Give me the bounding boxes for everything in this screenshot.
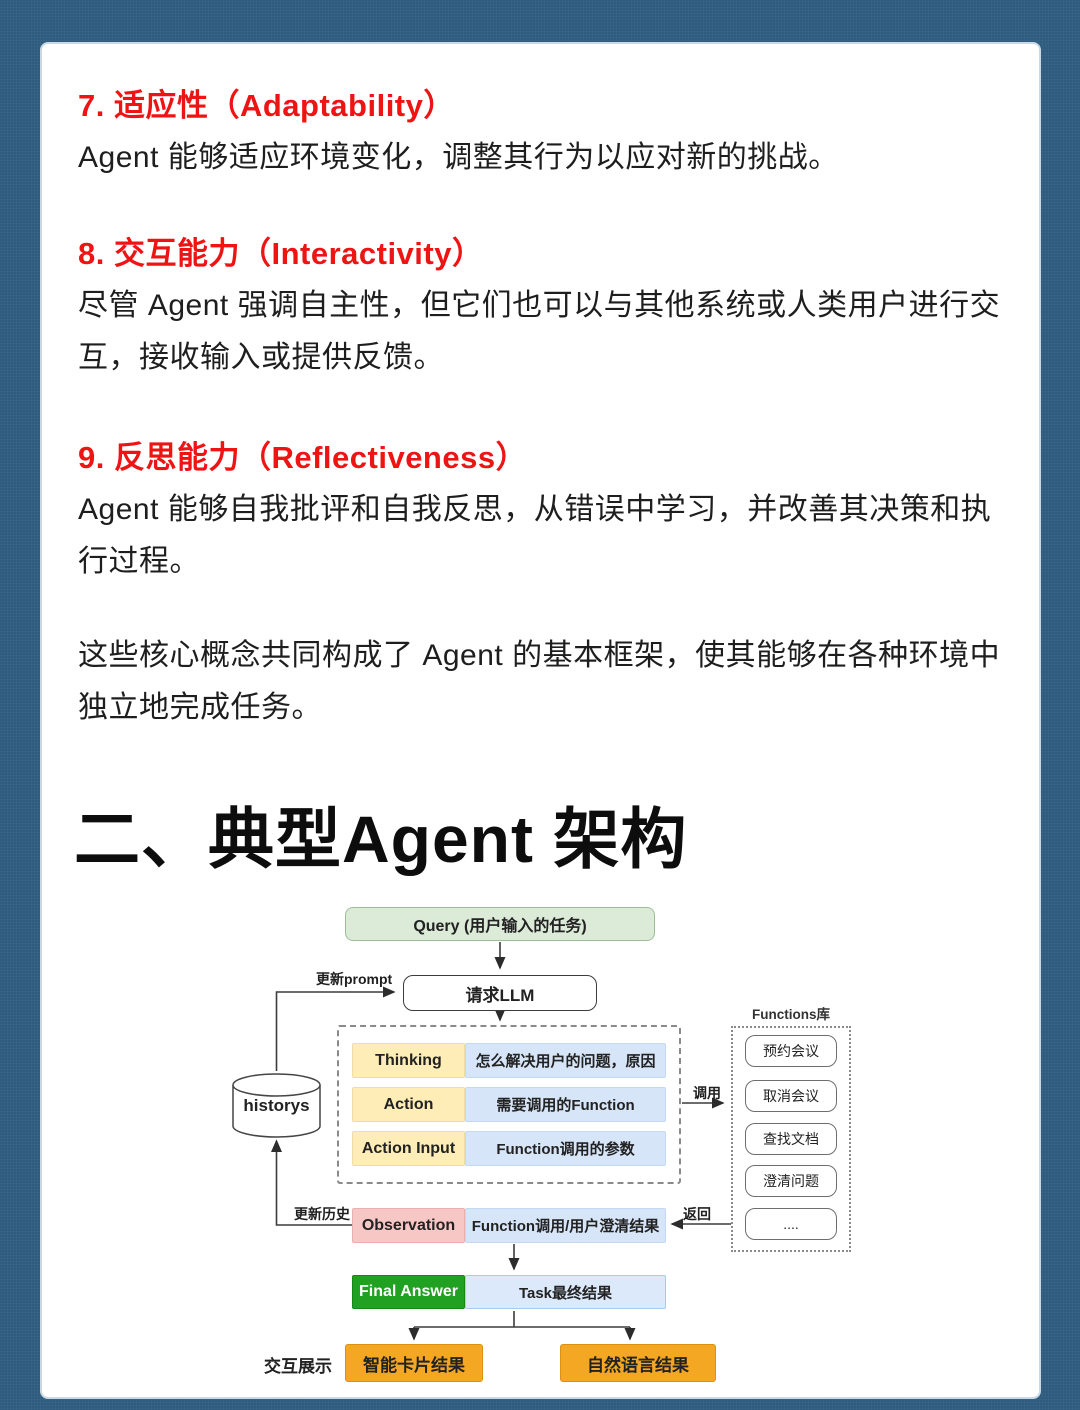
interactive-display-label: 交互展示 — [264, 1357, 332, 1376]
thinking-key: Thinking — [352, 1043, 465, 1078]
history-db-label: historys — [243, 1096, 310, 1115]
article-card — [40, 42, 1041, 1399]
smart-card-result-node: 智能卡片结果 — [345, 1344, 483, 1382]
observation-key: Observation — [352, 1208, 465, 1243]
thinking-value: 怎么解决用户的问题，原因 — [465, 1043, 666, 1078]
final-answer-key: Final Answer — [352, 1275, 465, 1309]
final-answer-value: Task最终结果 — [465, 1275, 666, 1309]
functions-lib-title: Functions库 — [752, 1007, 830, 1022]
section-heading-9: 9. 反思能力（Reflectiveness） — [78, 440, 528, 475]
page-title: 二、典型Agent 架构 — [74, 802, 688, 876]
functions-lib-container — [731, 1026, 851, 1252]
function-item-more: .... — [745, 1208, 837, 1240]
function-item-cancel-meeting: 取消会议 — [745, 1080, 837, 1112]
function-item-find-doc: 查找文档 — [745, 1123, 837, 1155]
invoke-label: 调用 — [693, 1085, 721, 1101]
action-key: Action — [352, 1087, 465, 1122]
react-steps-container — [337, 1025, 681, 1184]
section-body-8: 尽管 Agent 强调自主性，但它们也可以与其他系统或人类用户进行交互，接收输入… — [78, 289, 1001, 374]
function-item-clarify: 澄清问题 — [745, 1165, 837, 1197]
action-value: 需要调用的Function — [465, 1087, 666, 1122]
function-item-book-meeting: 预约会议 — [745, 1035, 837, 1067]
action-input-key: Action Input — [352, 1131, 465, 1166]
query-node: Query (用户输入的任务) — [345, 907, 655, 941]
return-label: 返回 — [683, 1206, 711, 1222]
section-body-7: Agent 能够适应环境变化，调整其行为以应对新的挑战。 — [78, 141, 839, 174]
update-prompt-label: 更新prompt — [316, 971, 393, 987]
observation-value: Function调用/用户澄清结果 — [465, 1208, 666, 1243]
section-heading-7: 7. 适应性（Adaptability） — [78, 88, 455, 123]
action-input-value: Function调用的参数 — [465, 1131, 666, 1166]
closing-paragraph: 这些核心概念共同构成了 Agent 的基本框架，使其能够在各种环境中独立地完成任… — [78, 639, 1001, 724]
section-body-9: Agent 能够自我批评和自我反思，从错误中学习，并改善其决策和执行过程。 — [78, 493, 992, 578]
section-heading-8: 8. 交互能力（Interactivity） — [78, 236, 484, 271]
llm-request-node: 请求LLM — [403, 975, 597, 1011]
natural-language-result-node: 自然语言结果 — [560, 1344, 716, 1382]
update-history-label: 更新历史 — [294, 1206, 350, 1222]
